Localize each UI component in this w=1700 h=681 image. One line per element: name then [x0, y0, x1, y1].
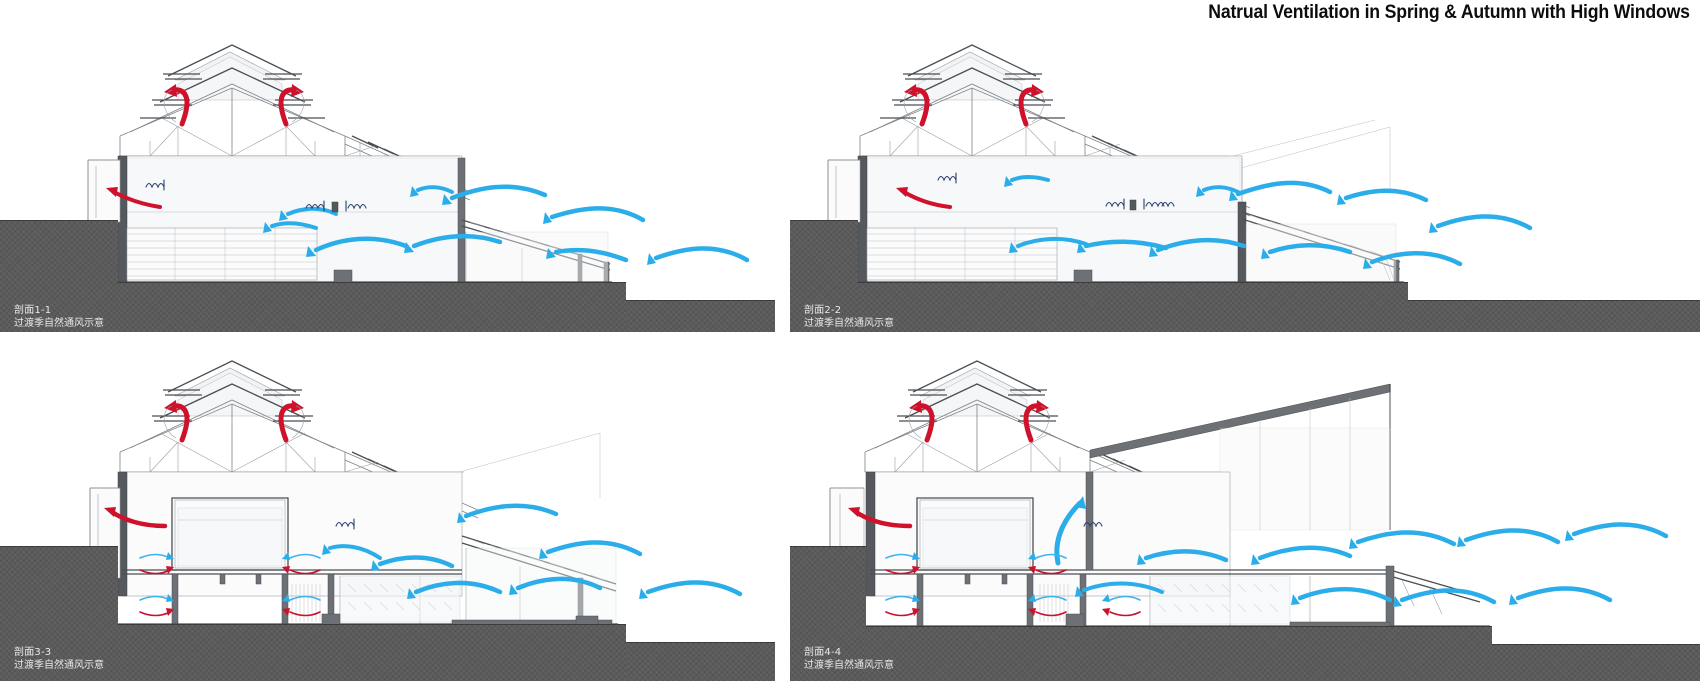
interior-seating-terrace — [126, 227, 318, 281]
airflow-arrows-4-4 — [805, 400, 1669, 620]
section-panel-2-2: 剖面2-2 过渡季自然通风示意 — [790, 32, 1700, 332]
airflow-arrows-2-2 — [896, 84, 1533, 269]
main-hall-volume — [117, 471, 463, 625]
terrain-mid-4-4 — [866, 626, 1492, 681]
high-window-symbols — [145, 179, 367, 213]
interior-seating-terrace — [866, 227, 1058, 281]
section-panel-1-1: 剖面1-1 过渡季自然通风示意 — [0, 32, 775, 332]
exhaust-arrow-group — [106, 84, 305, 209]
right-shed-roof — [1241, 211, 1401, 285]
intake-arrow-group — [885, 496, 1669, 617]
left-annex — [827, 159, 861, 223]
panel-subtitle-3-3: 过渡季自然通风示意 — [14, 660, 104, 671]
page-title: Natrual Ventilation in Spring & Autumn w… — [1208, 2, 1690, 23]
panel-subtitle-1-1: 过渡季自然通风示意 — [14, 318, 104, 329]
section-panel-4-4: 剖面4-4 过渡季自然通风示意 — [790, 348, 1700, 681]
exhaust-arrow-group — [896, 84, 1045, 209]
panel-caption-3-3: 剖面3-3 过渡季自然通风示意 — [14, 646, 104, 672]
terrain-step-2-2 — [1408, 300, 1700, 332]
section-drawing-2-2 — [827, 44, 1404, 287]
panel-caption-2-2: 剖面2-2 过渡季自然通风示意 — [804, 304, 894, 330]
panel-caption-4-4: 剖面4-4 过渡季自然通风示意 — [804, 646, 894, 672]
section-drawing-1-1 — [87, 44, 612, 287]
intake-arrow-group — [263, 184, 750, 265]
terrain-step-3-3 — [626, 642, 775, 681]
section-panel-3-3: 剖面3-3 过渡季自然通风示意 — [0, 348, 775, 681]
intake-arrow-group — [1004, 175, 1533, 269]
panel-code-1-1: 剖面1-1 — [14, 305, 52, 316]
panel-caption-1-1: 剖面1-1 过渡季自然通风示意 — [14, 304, 104, 330]
roof-truss-assembly — [119, 360, 601, 519]
terrain-mid-3-3 — [118, 624, 626, 681]
panel-subtitle-2-2: 过渡季自然通风示意 — [804, 318, 894, 329]
terrain-left-3-3 — [0, 546, 118, 681]
lower-hatched-zone — [1039, 575, 1291, 625]
panel-subtitle-4-4: 过渡季自然通风示意 — [804, 660, 894, 671]
terrain-left-1-1 — [0, 220, 118, 332]
terrain-mid-1-1 — [118, 282, 626, 332]
intake-arrow-group — [139, 503, 743, 617]
exhaust-arrow-group — [848, 400, 1050, 529]
panel-code-4-4: 剖面4-4 — [804, 647, 842, 658]
high-window-symbols — [937, 172, 1175, 211]
terrain-left-4-4 — [790, 546, 866, 681]
section-drawing-3-3 — [89, 360, 618, 629]
panel-code-3-3: 剖面3-3 — [14, 647, 52, 658]
exhaust-arrow-group — [104, 400, 305, 529]
terrain-step-4-4 — [1492, 644, 1700, 681]
terrain-mid-2-2 — [858, 282, 1408, 332]
main-hall-volume — [865, 471, 1390, 627]
panel-code-2-2: 剖面2-2 — [804, 305, 842, 316]
airflow-arrows-1-1 — [106, 84, 750, 265]
terrain-step-1-1 — [626, 300, 775, 332]
terrain-left-2-2 — [790, 220, 858, 332]
